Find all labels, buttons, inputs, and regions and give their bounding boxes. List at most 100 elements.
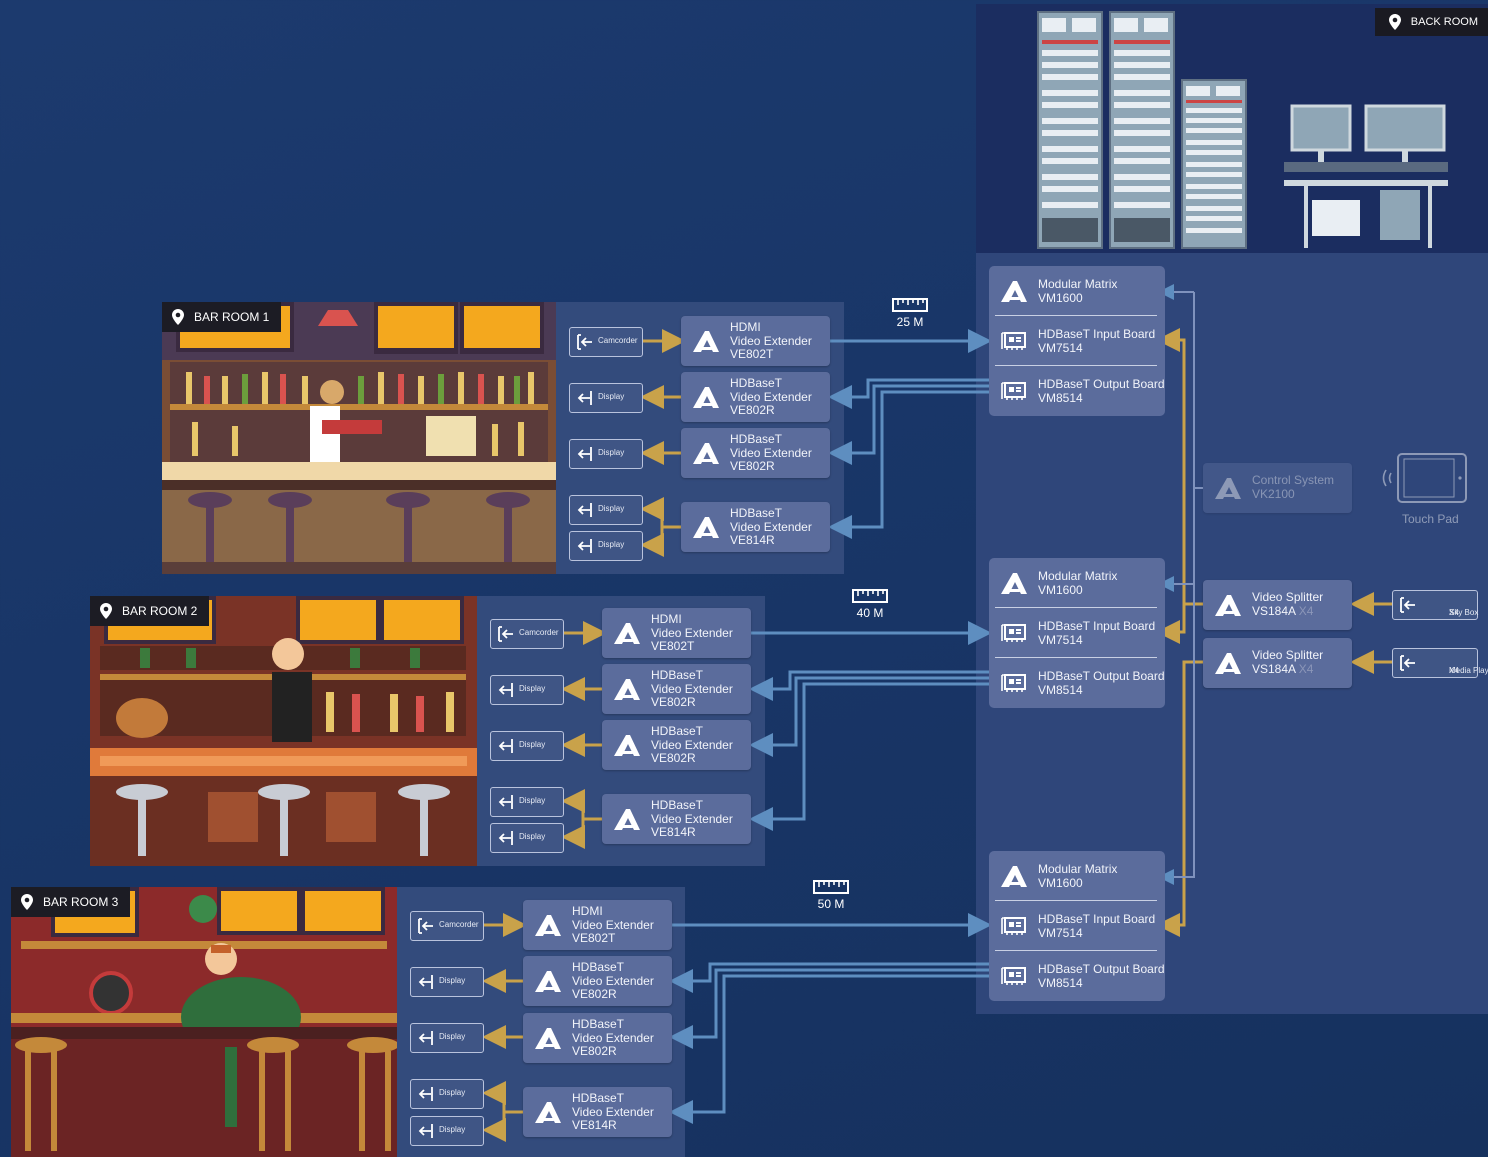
output-icon <box>497 830 515 846</box>
device-model: VE814R <box>572 1118 617 1132</box>
display-output[interactable]: Display <box>569 439 643 469</box>
display-output[interactable]: Display <box>490 823 564 853</box>
output-icon <box>576 390 594 406</box>
board-icon <box>1001 623 1027 643</box>
server-racks-illustration <box>1037 11 1448 249</box>
splitter-quantity: X4 <box>1298 603 1314 618</box>
output-icon <box>576 502 594 518</box>
camcorder-label: Camcorder <box>598 336 638 345</box>
device-model: VE802T <box>730 347 774 361</box>
device-model: VE802R <box>651 695 696 709</box>
distance-label: 40 M <box>856 606 884 620</box>
device-line: HDBaseT <box>651 668 704 682</box>
display-output[interactable]: Display <box>569 495 643 525</box>
room2-distance: 40 M <box>840 589 900 620</box>
display-output[interactable]: Display <box>490 675 564 705</box>
aten-logo-icon <box>691 514 721 540</box>
display-label: Display <box>519 684 546 693</box>
display-label: Display <box>439 1032 466 1041</box>
display-output[interactable]: Display <box>569 383 643 413</box>
display-output[interactable]: Display <box>569 531 643 561</box>
bar-room1-scene: BAR ROOM 1 <box>162 302 556 574</box>
camcorder-input[interactable]: Camcorder <box>490 619 564 649</box>
pub-illustration <box>11 887 397 1157</box>
aten-logo-icon <box>691 328 721 354</box>
device-line: Video Extender <box>572 973 654 988</box>
output-icon <box>497 682 515 698</box>
camcorder-input[interactable]: Camcorder <box>569 327 643 357</box>
input-icon <box>1399 655 1417 671</box>
aten-logo-icon <box>1213 592 1243 618</box>
board-icon <box>1001 673 1027 693</box>
bar-room2-scene: BAR ROOM 2 <box>90 596 477 866</box>
back-room-label: BACK ROOM <box>1410 16 1478 28</box>
control-model: VK2100 <box>1252 486 1295 501</box>
device-line: HDBaseT <box>651 724 704 738</box>
board-model: VM7514 <box>1038 926 1083 940</box>
display-output[interactable]: Display <box>490 787 564 817</box>
aten-logo-icon <box>999 278 1029 304</box>
server-room-scene: BACK ROOM <box>976 4 1488 253</box>
room2-badge: BAR ROOM 2 <box>90 596 210 626</box>
device-line: HDBaseT <box>730 432 783 446</box>
splitter-label: Video Splitter <box>1252 648 1324 662</box>
board-label: HDBaseT Input Board <box>1038 619 1156 633</box>
matrix-label: Modular Matrix <box>1038 277 1118 291</box>
room1-badge: BAR ROOM 1 <box>162 302 282 332</box>
display-output[interactable]: Display <box>410 967 484 997</box>
room1-distance: 25 M <box>880 298 940 329</box>
media-player-source[interactable]: Media Player X4 <box>1392 648 1488 678</box>
display-label: Display <box>439 1088 466 1097</box>
camcorder-input[interactable]: Camcorder <box>410 911 484 941</box>
board-icon <box>1001 916 1027 936</box>
display-output[interactable]: Display <box>410 1023 484 1053</box>
device-line: HDBaseT <box>730 376 783 390</box>
device-line: HDBaseT <box>651 798 704 812</box>
display-output[interactable]: Display <box>410 1116 484 1146</box>
device-line: Video Extender <box>730 445 812 460</box>
device-line: Video Extender <box>651 625 733 640</box>
device-line: HDMI <box>730 320 761 334</box>
device-model: VE802R <box>651 751 696 765</box>
distance-label: 25 M <box>896 315 924 329</box>
aten-logo-icon <box>533 968 563 994</box>
aten-logo-icon <box>533 1099 563 1125</box>
board-icon <box>1001 331 1027 351</box>
touch-pad[interactable]: Touch Pad <box>1376 452 1472 532</box>
display-output[interactable]: Display <box>410 1079 484 1109</box>
board-label: HDBaseT Output Board <box>1038 377 1165 391</box>
camcorder-label: Camcorder <box>439 920 479 929</box>
touch-pad-label: Touch Pad <box>1402 512 1459 526</box>
room3-distance: 50 M <box>801 880 861 911</box>
display-output[interactable]: Display <box>490 731 564 761</box>
sky-box-source[interactable]: Sky Box X4 <box>1392 590 1478 620</box>
output-icon <box>497 738 515 754</box>
bar-room3-scene: BAR ROOM 3 <box>11 887 397 1157</box>
location-pin-icon <box>172 309 184 325</box>
device-line: Video Extender <box>572 917 654 932</box>
